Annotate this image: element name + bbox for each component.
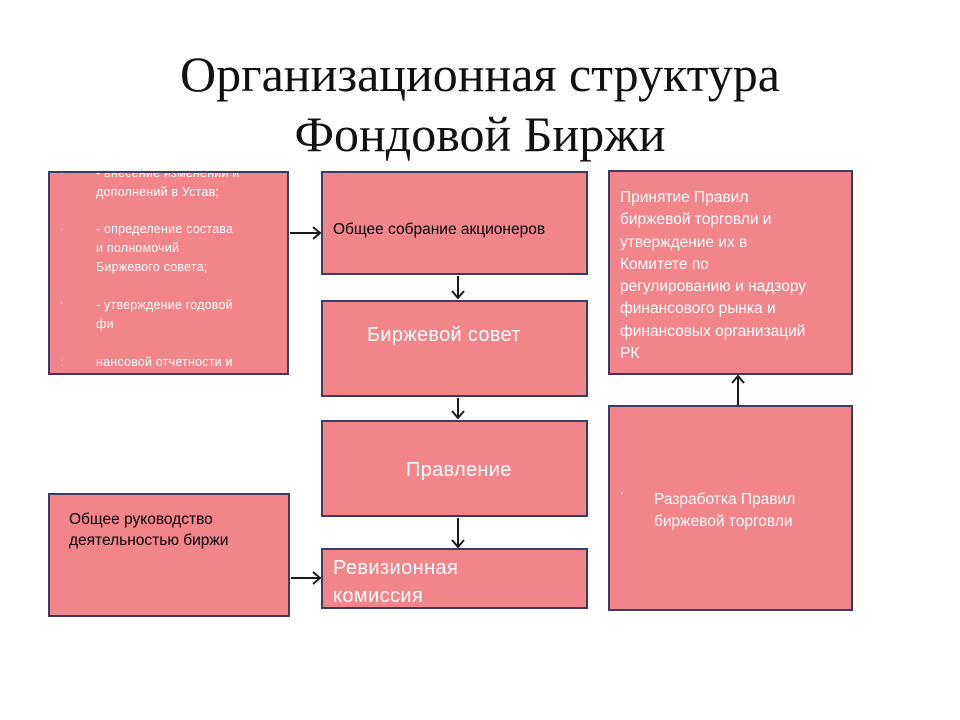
general-management-box: Общее руководство деятельностью биржи	[48, 493, 290, 617]
bullet: ·	[620, 485, 624, 499]
title-line-1: Организационная структура	[180, 46, 780, 102]
powers-item: и полномочий	[96, 241, 180, 255]
rules-approval-line: Принятие Правил	[620, 189, 749, 206]
rules-approval-line: регулированию и надзору	[620, 278, 807, 296]
exchange-council-label: Биржевой совет	[367, 324, 521, 346]
arrow-meeting-to-council	[451, 276, 465, 300]
rules-approval-line: РК	[620, 345, 640, 363]
title-line-2: Фондовой Биржи	[294, 106, 666, 162]
arrow-powers-to-meeting	[290, 226, 322, 240]
board-label: Правление	[406, 459, 512, 481]
rules-approval-line: финансовых организаций	[620, 322, 806, 340]
rules-approval-line: утверждение их в	[620, 233, 748, 251]
rules-approval-box: Принятие Правил биржевой торговли и утве…	[608, 170, 853, 375]
rules-approval-line: биржевой торговли и	[620, 211, 772, 229]
powers-item: - внесение изменений и	[96, 171, 240, 180]
arrow-development-to-approval	[731, 374, 745, 405]
powers-item: дополнений в Устав;	[96, 185, 220, 199]
rules-development-line-2: биржевой торговли	[654, 513, 793, 530]
audit-commission-line-1: Ревизионная	[333, 557, 459, 579]
exchange-council-box: Биржевой совет	[321, 300, 588, 397]
general-meeting-label: Общее собрание акционеров	[333, 221, 546, 238]
powers-item: нансовой отчетности и	[96, 355, 233, 369]
bullet: ·	[60, 223, 64, 235]
arrow-council-to-board	[451, 398, 465, 420]
powers-item: - определение состава	[96, 222, 234, 236]
audit-commission-box: Ревизионная комиссия	[321, 548, 588, 609]
rules-approval-line: финансового рынка и	[620, 300, 776, 318]
rules-development-line-1: Разработка Правил	[654, 491, 796, 508]
powers-item: Биржевого совета;	[96, 260, 208, 274]
arrow-board-to-audit	[451, 518, 465, 549]
meeting-powers-box: · - внесение изменений и дополнений в Ус…	[48, 171, 289, 375]
rules-approval-text: Принятие Правил биржевой торговли и утве…	[620, 187, 855, 365]
arrow-management-to-audit	[291, 571, 322, 585]
page-title: Организационная структура Фондовой Биржи	[0, 44, 960, 164]
board-box: Правление	[321, 420, 588, 517]
powers-item: фи	[96, 317, 114, 331]
powers-item: - утверждение годовой	[96, 298, 233, 312]
audit-commission-line-2: комиссия	[333, 585, 424, 607]
rules-approval-line: Комитете по	[620, 255, 709, 273]
bullet: ·	[60, 171, 64, 179]
general-meeting-box: Общее собрание акционеров	[321, 171, 588, 275]
general-management-line-2: деятельностью биржи	[69, 532, 229, 549]
bullet: ·	[60, 354, 64, 366]
rules-development-box: · Разработка Правил биржевой торговли	[608, 405, 853, 611]
bullet: ·	[60, 297, 64, 309]
general-management-line-1: Общее руководство	[69, 511, 213, 528]
